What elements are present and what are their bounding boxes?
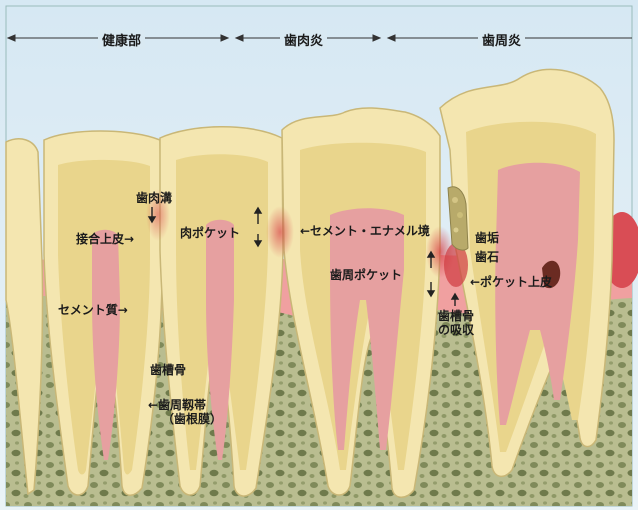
label-plaque: 歯垢 [475,232,499,246]
label-gingival-pocket: 肉ポケット [180,227,240,241]
label-calculus: 歯石 [475,251,499,265]
section-periodontitis: 歯周炎 [478,30,525,49]
label-periodontal-pocket: 歯周ポケット [330,269,402,283]
label-cementoenamel-junction: ←セメント・エナメル境 [300,225,430,239]
label-gingival-sulcus: 歯肉溝 [136,192,172,206]
section-healthy: 健康部 [98,30,145,49]
section-gingivitis: 歯肉炎 [280,30,327,49]
label-periodontal-ligament: ←歯周靱帯 （歯根膜） [148,399,222,427]
label-alveolar-bone: 歯槽骨 [150,364,186,378]
label-bone-resorption: 歯槽骨 の吸収 [438,310,474,338]
label-cementum: セメント質→ [58,304,128,318]
label-junctional-epithelium: 接合上皮→ [76,233,134,247]
label-pocket-epithelium: ←ポケット上皮 [470,276,552,290]
